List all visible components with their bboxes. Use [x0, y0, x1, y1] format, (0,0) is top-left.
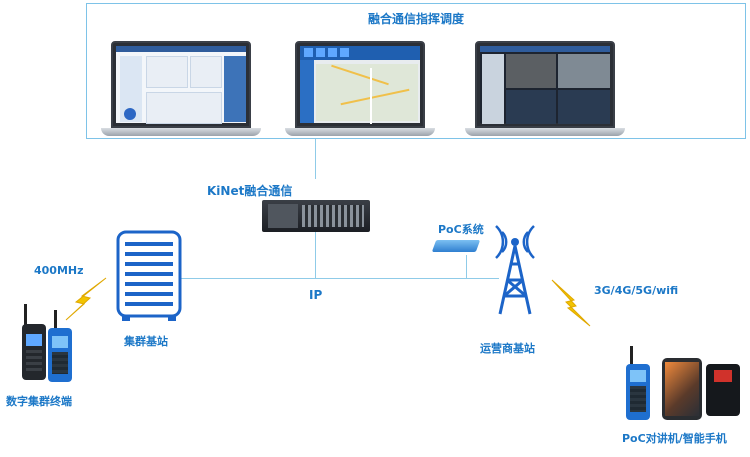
laptop-screen-3: [475, 41, 615, 128]
laptop-console-1: [101, 41, 261, 139]
link-server-to-ip: [315, 232, 316, 278]
poc-devices-icon: [622, 346, 744, 422]
panel-title: 融合通信指挥调度: [367, 12, 464, 26]
laptop-console-2: [285, 41, 435, 139]
poc-system-icon: [430, 236, 484, 256]
laptop-base-2: [285, 128, 435, 136]
operator-tower-icon: [488, 218, 542, 318]
digital-terminal-radios-icon: [14, 304, 74, 382]
laptop-base-1: [101, 128, 261, 136]
ip-label: IP: [309, 288, 323, 302]
operator-station-label: 运营商基站: [480, 342, 535, 355]
link-panel-to-server: [315, 139, 316, 179]
poc-devices-label: PoC对讲机/智能手机: [622, 432, 727, 445]
lightning-mobile-icon: [548, 278, 594, 328]
laptop-screen-2: [295, 41, 425, 128]
mobile-network-label: 3G/4G/5G/wifi: [594, 284, 679, 297]
kinet-label: KiNet融合通信: [207, 184, 293, 198]
digital-terminal-label: 数字集群终端: [6, 395, 72, 408]
radio-400mhz-label: 400MHz: [34, 264, 84, 277]
dispatch-panel: 融合通信指挥调度: [86, 3, 746, 139]
link-poc-to-ip: [466, 255, 467, 278]
kinet-server-icon: [262, 200, 370, 232]
laptop-screen-1: [111, 41, 251, 128]
lightning-400mhz-icon: [62, 276, 110, 322]
laptop-base-3: [465, 128, 625, 136]
trunk-station-rack-icon: [116, 230, 182, 322]
ip-backbone-line: [181, 278, 499, 279]
laptop-console-3: [465, 41, 625, 139]
trunk-station-label: 集群基站: [124, 335, 168, 348]
poc-system-label: PoC系统: [438, 223, 484, 236]
